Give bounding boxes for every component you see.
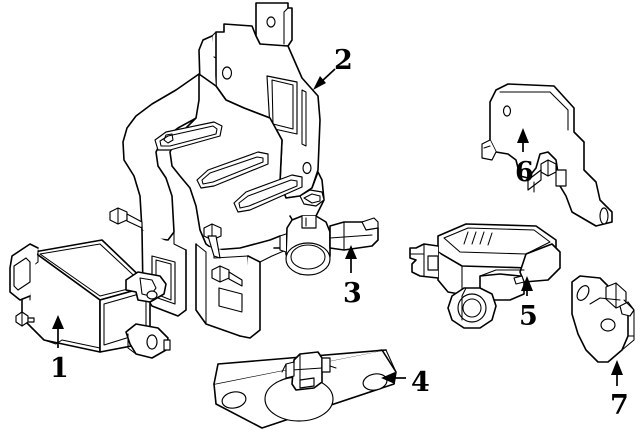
- callout-number-7: 7: [610, 390, 629, 421]
- leader-7: [611, 360, 623, 386]
- callout-number-2: 2: [334, 45, 353, 76]
- leader-1: [52, 315, 64, 348]
- part-control-module: [9, 239, 171, 359]
- callout-number-1: 1: [50, 353, 69, 384]
- callout-number-4: 4: [411, 367, 430, 398]
- leader-6: [517, 128, 529, 152]
- leader-2: [313, 68, 336, 90]
- leader-5: [521, 276, 533, 296]
- leader-3: [345, 245, 357, 273]
- callout-number-3: 3: [343, 278, 362, 309]
- callout-number-5: 5: [519, 301, 538, 332]
- callout-number-6: 6: [515, 157, 534, 188]
- part-sensor-retainer-bracket: [571, 275, 635, 363]
- bracket-studs: [109, 207, 243, 287]
- part-park-assist-sensor: [279, 215, 379, 276]
- leader-4: [381, 372, 406, 384]
- part-support-bracket: [481, 83, 613, 227]
- part-camera-module: [409, 223, 561, 329]
- part-sensor-mounting-plate: [213, 349, 397, 429]
